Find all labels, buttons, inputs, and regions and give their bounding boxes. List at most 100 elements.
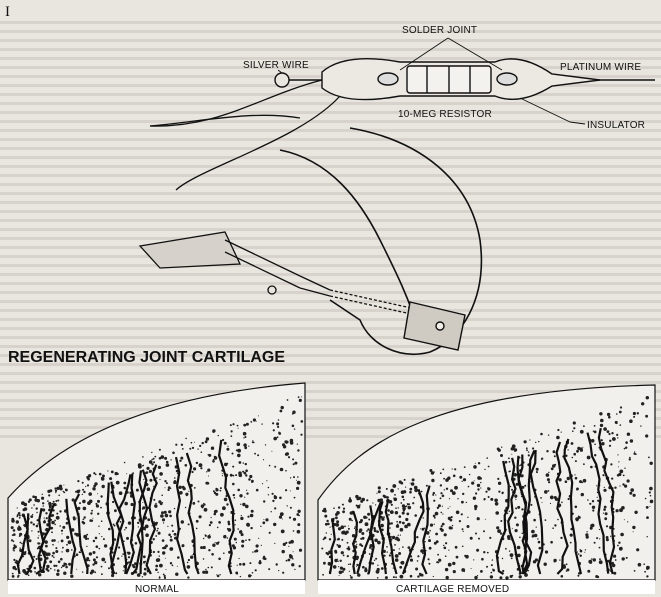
- stipple-dot: [646, 567, 649, 570]
- stipple-dot: [394, 544, 396, 546]
- stipple-dot: [419, 505, 423, 509]
- stipple-dot: [454, 545, 458, 549]
- trabecula-streak: [522, 449, 536, 575]
- stipple-dot: [178, 485, 182, 489]
- stipple-dot: [210, 516, 212, 519]
- stipple-dot: [572, 421, 576, 425]
- stipple-dot: [597, 499, 600, 502]
- stipple-dot: [417, 555, 420, 558]
- stipple-dot: [163, 510, 167, 514]
- stipple-dot: [633, 451, 636, 453]
- stipple-dot: [490, 571, 493, 574]
- stipple-dot: [126, 473, 128, 475]
- stipple-dot: [618, 546, 623, 551]
- stipple-dot: [368, 553, 371, 555]
- stipple-dot: [479, 477, 482, 480]
- stipple-dot: [92, 551, 96, 554]
- stipple-dot: [575, 517, 579, 521]
- stipple-dot: [321, 547, 324, 550]
- stipple-dot: [346, 555, 349, 558]
- stipple-dot: [367, 512, 371, 516]
- stipple-dot: [429, 523, 434, 527]
- stipple-dot: [236, 442, 241, 447]
- stipple-dot: [158, 448, 161, 451]
- stipple-dot: [71, 549, 73, 551]
- stipple-dot: [505, 576, 509, 580]
- stipple-dot: [358, 521, 362, 524]
- stipple-dot: [470, 568, 472, 569]
- stipple-dot: [567, 449, 569, 451]
- stipple-dot: [469, 536, 473, 540]
- stipple-dot: [393, 497, 398, 502]
- stipple-dot: [174, 477, 176, 479]
- stipple-dot: [409, 487, 413, 491]
- stipple-dot: [514, 516, 517, 519]
- stipple-dot: [59, 510, 62, 513]
- stipple-dot: [554, 524, 557, 527]
- stipple-dot: [85, 485, 87, 488]
- stipple-dot: [373, 529, 377, 533]
- stipple-dot: [28, 539, 32, 543]
- stipple-dot: [76, 568, 78, 570]
- stipple-dot: [420, 549, 424, 553]
- trabecula-streak: [328, 518, 336, 575]
- trabecula-streak: [384, 499, 398, 575]
- stipple-dot: [123, 486, 127, 490]
- stipple-dot: [508, 550, 511, 552]
- stipple-dot: [184, 464, 188, 467]
- stipple-dot: [37, 537, 39, 539]
- stipple-dot: [326, 519, 329, 523]
- stipple-dot: [172, 451, 175, 455]
- stipple-dot: [53, 539, 56, 542]
- stipple-dot: [329, 526, 331, 528]
- stipple-dot: [383, 495, 387, 499]
- stipple-dot: [292, 558, 294, 560]
- stipple-dot: [285, 489, 288, 492]
- stipple-dot: [473, 559, 475, 561]
- stipple-dot: [18, 535, 21, 537]
- trabecula-streak: [421, 485, 431, 575]
- stipple-dot: [239, 575, 242, 578]
- stipple-dot: [394, 558, 399, 562]
- stipple-dot: [252, 440, 254, 442]
- stipple-dot: [230, 430, 233, 433]
- stipple-dot: [565, 454, 568, 457]
- stipple-dot: [506, 512, 509, 515]
- stipple-dot: [366, 499, 369, 502]
- stipple-dot: [204, 440, 208, 444]
- stipple-dot: [235, 449, 238, 452]
- stipple-dot: [373, 527, 376, 530]
- stipple-dot: [515, 523, 519, 527]
- stipple-dot: [161, 518, 166, 522]
- stipple-dot: [460, 513, 463, 516]
- stipple-dot: [144, 529, 146, 531]
- trabecula-streak: [555, 441, 569, 575]
- stipple-dot: [127, 551, 131, 555]
- stipple-dot: [351, 519, 353, 522]
- stipple-dot: [13, 533, 16, 536]
- stipple-dot: [387, 509, 390, 512]
- stipple-dot: [337, 537, 340, 541]
- stipple-dot: [280, 529, 285, 534]
- stipple-dot: [113, 524, 116, 527]
- stipple-dot: [127, 556, 131, 559]
- stipple-dot: [250, 421, 253, 423]
- stipple-dot: [42, 508, 46, 512]
- stipple-dot: [89, 571, 93, 575]
- stipple-dot: [339, 566, 343, 570]
- stipple-dot: [88, 474, 92, 478]
- stipple-dot: [544, 490, 548, 494]
- stipple-dot: [27, 500, 31, 503]
- stipple-dot: [497, 477, 500, 480]
- stipple-dot: [249, 562, 252, 565]
- stipple-dot: [62, 525, 66, 529]
- stipple-dot: [611, 432, 614, 435]
- limb-outline: [279, 127, 483, 355]
- stipple-dot: [212, 430, 215, 433]
- applicator-probe: [138, 231, 421, 317]
- stipple-dot: [267, 486, 270, 489]
- stipple-dot: [272, 499, 275, 503]
- stipple-dot: [559, 559, 561, 561]
- stipple-dot: [461, 480, 463, 482]
- stipple-dot: [501, 557, 504, 560]
